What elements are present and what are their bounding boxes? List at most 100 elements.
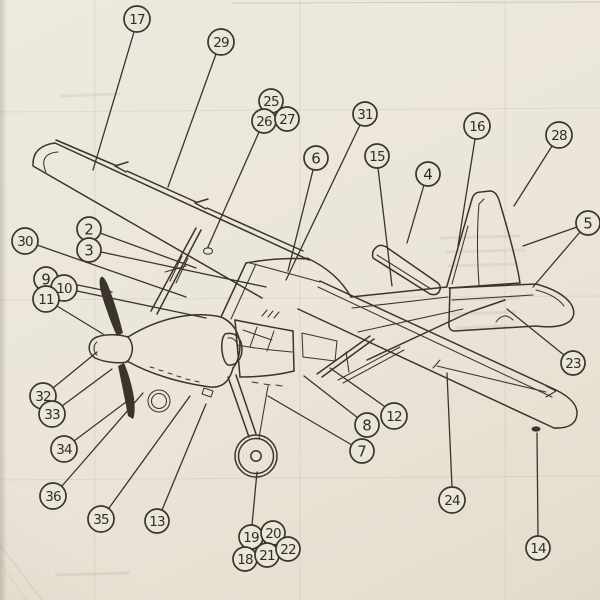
callout-number: 4 — [423, 165, 433, 183]
leader-line-extra-0 — [251, 471, 258, 526]
callout-number: 33 — [44, 407, 60, 423]
callout-balloon — [525, 535, 551, 561]
engine-cowling — [126, 314, 243, 398]
page-edge-shadow — [0, 0, 7, 600]
callout-number: 3 — [84, 241, 94, 259]
callout-number: 9 — [41, 270, 51, 288]
callout-13: 13 — [144, 508, 170, 534]
callout-number: 18 — [237, 552, 253, 568]
leader-line-31-0 — [285, 124, 361, 281]
leader-line-33-0 — [61, 368, 113, 407]
leader-line-4-0 — [406, 184, 425, 244]
callout-number: 36 — [45, 489, 61, 505]
callout-number: 6 — [311, 149, 321, 167]
callout-25: 25 — [258, 88, 284, 114]
callout-17: 17 — [123, 5, 151, 33]
callout-8: 8 — [354, 412, 380, 438]
leader-line-11-0 — [56, 305, 104, 335]
callout-23: 23 — [560, 350, 586, 376]
callout-number: 25 — [263, 94, 279, 110]
callout-26: 26 — [251, 108, 277, 134]
callout-21: 21 — [254, 542, 280, 568]
callout-balloon — [463, 112, 491, 140]
callout-balloon — [560, 350, 586, 376]
leader-line-8-0 — [303, 375, 359, 419]
leader-line-17-0 — [92, 31, 135, 171]
leader-line-14-0 — [536, 432, 539, 537]
wing-struts — [150, 227, 405, 384]
callout-number: 30 — [17, 234, 33, 250]
spinner — [88, 334, 134, 364]
callout-number: 28 — [551, 128, 567, 144]
leader-line-15-0 — [377, 167, 393, 287]
callout-number: 12 — [386, 409, 402, 425]
callout-29: 29 — [207, 28, 235, 56]
leader-line-10-0 — [76, 290, 207, 319]
callout-number: 27 — [279, 112, 295, 128]
callout-31: 31 — [352, 101, 378, 127]
callout-number: 29 — [213, 35, 229, 51]
left-wing — [32, 139, 310, 299]
callout-balloon — [32, 285, 60, 313]
callout-16: 16 — [463, 112, 491, 140]
callout-balloon — [11, 227, 39, 255]
callout-balloon — [38, 400, 66, 428]
callout-number: 14 — [530, 541, 546, 557]
nav-light — [531, 426, 541, 432]
callout-11: 11 — [32, 285, 60, 313]
leader-line-13-0 — [161, 403, 207, 511]
callout-7: 7 — [349, 438, 375, 464]
callout-balloon — [349, 438, 375, 464]
callout-balloon — [352, 101, 378, 127]
left-wheel — [147, 389, 171, 413]
callout-balloon — [50, 435, 78, 463]
callout-27: 27 — [274, 106, 300, 132]
callout-balloon — [123, 5, 151, 33]
leader-line-12-0 — [329, 367, 385, 407]
callout-balloon — [380, 402, 408, 430]
callout-balloon — [207, 28, 235, 56]
callout-balloon — [415, 161, 441, 187]
callout-33: 33 — [38, 400, 66, 428]
callout-4: 4 — [415, 161, 441, 187]
left-stabilizer — [371, 244, 442, 296]
callout-15: 15 — [364, 143, 390, 169]
callout-number: 20 — [265, 526, 281, 542]
callout-number: 13 — [149, 514, 165, 530]
callout-number: 15 — [369, 149, 385, 165]
leader-line-5-1 — [532, 231, 581, 288]
callout-number: 34 — [56, 442, 72, 458]
right-wing — [249, 262, 578, 432]
empennage — [371, 190, 575, 332]
callout-30: 30 — [11, 227, 39, 255]
antenna — [202, 247, 214, 255]
callout-6: 6 — [303, 145, 329, 171]
callout-balloon — [39, 482, 67, 510]
callout-balloon — [274, 106, 300, 132]
callout-35: 35 — [87, 505, 115, 533]
right-stabilizer — [448, 283, 575, 332]
callout-number: 21 — [259, 548, 275, 564]
callout-number: 16 — [469, 119, 485, 135]
callout-19: 19 — [238, 524, 264, 550]
callout-balloon — [144, 508, 170, 534]
callout-3: 3 — [76, 237, 102, 263]
leader-line-28-0 — [513, 145, 553, 207]
callout-number: 26 — [256, 114, 272, 130]
leader-line-36-0 — [61, 392, 144, 487]
callout-12: 12 — [380, 402, 408, 430]
leader-line-6-0 — [287, 169, 314, 272]
leader-line-5-0 — [522, 226, 578, 247]
callout-balloon — [438, 486, 466, 514]
leader-line-2-0 — [99, 232, 197, 269]
callout-balloon — [354, 412, 380, 438]
callout-number: 5 — [583, 214, 593, 232]
callout-balloon — [364, 143, 390, 169]
callout-number: 22 — [280, 542, 296, 558]
leader-line-24-0 — [446, 372, 453, 488]
leader-line-35-0 — [108, 395, 191, 509]
callout-5: 5 — [575, 210, 600, 236]
callout-number: 24 — [444, 493, 460, 509]
callout-number: 8 — [362, 416, 372, 434]
